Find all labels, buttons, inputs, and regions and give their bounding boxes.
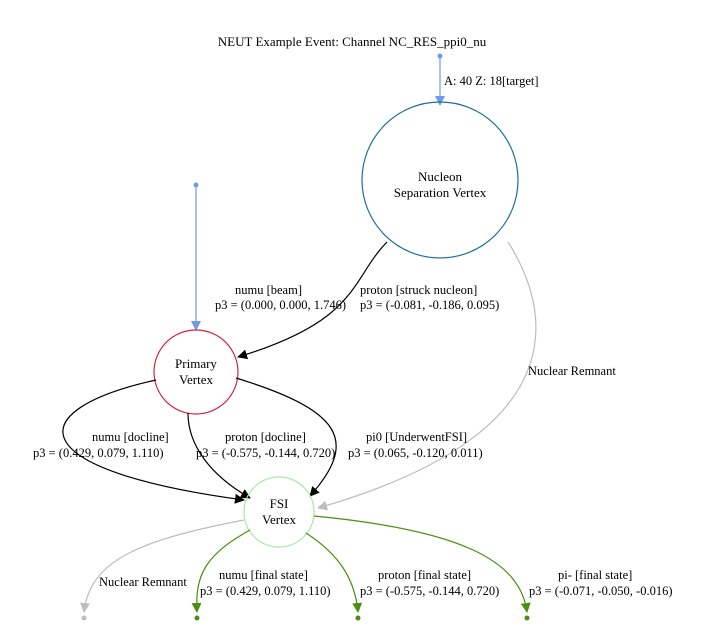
numu-docline-label-1: numu [docline] [92,430,169,444]
edge-nuclear-remnant-top: Nuclear Remnant [317,241,616,511]
pim-final-sink-dot [524,615,530,621]
pi0-edge-label-2: p3 = (0.065, -0.120, 0.011) [348,446,483,460]
edge-numu-final: numu [final state] p3 = (0.429, 0.079, 1… [191,529,331,621]
numu-final-label-2: p3 = (0.429, 0.079, 1.110) [200,584,331,598]
remnant-bottom-edge-label: Nuclear Remnant [99,575,187,589]
struck-edge-label-2: p3 = (-0.081, -0.186, 0.095) [360,298,499,312]
edge-struck-nucleon: proton [struck nucleon] p3 = (-0.081, -0… [237,241,499,360]
fsi-node-circle [243,476,315,548]
proton-final-sink-dot [355,615,361,621]
proton-final-label-2: p3 = (-0.575, -0.144, 0.720) [360,584,499,598]
pi0-edge-line [235,377,337,497]
pi0-edge-label-1: pi0 [UnderwentFSI] [366,430,467,444]
remnant-top-edge-line [317,241,537,511]
edge-nuclear-remnant-bottom: Nuclear Remnant [80,519,245,621]
pim-final-label-2: p3 = (-0.071, -0.050, -0.016) [529,584,673,598]
proton-docline-label-2: p3 = (-0.575, -0.144, 0.720) [196,446,335,460]
nucleon-node-circle [361,101,519,259]
struck-edge-line [237,241,388,360]
edge-target: A: 40 Z: 18[target] [435,53,539,106]
node-nucleon-separation-vertex: Nucleon Separation Vertex [361,101,519,259]
target-source-dot [437,53,443,59]
diagram-title: NEUT Example Event: Channel NC_RES_ppi0_… [218,34,487,49]
edge-pi0-underwentfsi: pi0 [UnderwentFSI] p3 = (0.065, -0.120, … [235,377,483,497]
primary-node-circle [153,329,239,415]
numu-final-label-1: numu [final state] [219,568,308,582]
numu-docline-edge-line [62,379,245,504]
edge-proton-final: proton [final state] p3 = (-0.575, -0.14… [305,532,499,621]
beam-edge-label-2: p3 = (0.000, 0.000, 1.746) [215,298,346,312]
fsi-node-label-1: FSI [270,496,289,511]
node-primary-vertex: Primary Vertex [153,329,239,415]
node-fsi-vertex: FSI Vertex [243,476,315,548]
edge-proton-docline: proton [docline] p3 = (-0.575, -0.144, 0… [187,412,335,499]
primary-node-label-2: Vertex [179,372,213,387]
edge-numu-docline: numu [docline] p3 = (0.429, 0.079, 1.110… [33,379,245,504]
numu-docline-label-2: p3 = (0.429, 0.079, 1.110) [33,446,164,460]
proton-final-label-1: proton [final state] [378,568,471,582]
beam-source-dot [193,182,199,188]
proton-docline-label-1: proton [docline] [225,430,306,444]
proton-final-edge-line [305,532,363,613]
numu-final-sink-dot [194,615,200,621]
edge-beam: numu [beam] p3 = (0.000, 0.000, 1.746) [191,182,346,331]
struck-edge-label-1: proton [struck nucleon] [360,283,477,297]
nucleon-node-label-2: Separation Vertex [394,185,487,200]
nucleon-node-label-1: Nucleon [418,169,463,184]
pim-final-label-1: pi- [final state] [558,568,632,582]
primary-node-label-1: Primary [175,356,217,371]
proton-docline-edge-line [187,412,251,499]
numu-final-edge-line [191,529,251,613]
remnant-bottom-edge-line [80,519,245,613]
remnant-bottom-sink-dot [81,615,87,621]
fsi-node-label-2: Vertex [262,512,296,527]
pim-final-edge-line [313,515,531,613]
beam-edge-label-1: numu [beam] [235,283,302,297]
target-edge-label: A: 40 Z: 18[target] [444,74,539,88]
edge-pim-final: pi- [final state] p3 = (-0.071, -0.050, … [313,515,673,621]
remnant-top-edge-label: Nuclear Remnant [528,364,616,378]
